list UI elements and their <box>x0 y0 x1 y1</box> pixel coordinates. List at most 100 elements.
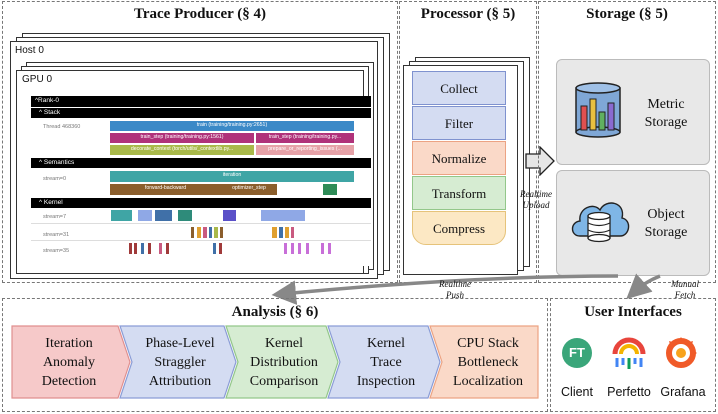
kernel-block[interactable] <box>159 243 162 254</box>
host-label: Host 0 <box>15 45 44 56</box>
stack-row: ^ Stack <box>31 108 371 118</box>
processor-title: Processor (§ 5) <box>420 6 516 22</box>
analysis-line: Localization <box>453 373 523 389</box>
bar-iteration[interactable]: iteration <box>110 171 354 182</box>
kernel-row: ^ Kernel <box>31 198 371 208</box>
perfetto-logo-icon[interactable] <box>612 334 646 370</box>
stream0-label: stream=0 <box>43 176 67 182</box>
bar-train[interactable]: train (training/training.py:2651) <box>110 121 354 131</box>
analysis-line: Bottleneck <box>457 354 519 370</box>
stream7-label: stream=7 <box>43 214 67 220</box>
client-label: Client <box>561 385 593 399</box>
manual-fetch-label: Manual Fetch <box>660 279 710 301</box>
object-storage-line1: Object <box>647 207 685 222</box>
client-logo-icon[interactable]: FT <box>562 338 592 368</box>
row-divider <box>31 240 371 241</box>
kernel-block[interactable] <box>191 227 194 238</box>
gpu-label: GPU 0 <box>22 74 53 85</box>
database-chart-icon <box>575 82 621 138</box>
kernel-block[interactable] <box>203 227 207 238</box>
realtime-upload-label: Realtime Upload <box>516 189 556 211</box>
manual-fetch-line1: Manual <box>671 279 699 289</box>
stream31-label: stream=31 <box>43 232 70 238</box>
kernel-block[interactable] <box>166 243 169 254</box>
kernel-block[interactable] <box>141 243 144 254</box>
realtime-upload-line1: Realtime <box>520 189 552 199</box>
object-storage-line2: Storage <box>644 225 688 240</box>
kernel-block[interactable] <box>272 227 277 238</box>
user-interfaces-title: User Interfaces <box>584 304 682 320</box>
storage-title: Storage (§ 5) <box>586 6 668 22</box>
kernel-block[interactable] <box>321 243 324 254</box>
analysis-line: Anomaly <box>42 354 96 370</box>
realtime-push-line1: Realtime <box>439 279 471 289</box>
kernel-block[interactable] <box>328 243 331 254</box>
kernel-block[interactable] <box>197 227 201 238</box>
bar-semantic-small[interactable] <box>323 184 337 195</box>
analysis-line: Detection <box>41 373 97 389</box>
kernel-block[interactable] <box>298 243 301 254</box>
kernel-block[interactable] <box>220 227 223 238</box>
upload-arrow-icon <box>525 146 555 176</box>
analysis-line: Kernel <box>366 335 406 351</box>
kernel-block[interactable] <box>111 210 132 221</box>
kernel-block[interactable] <box>214 227 218 238</box>
trace-producer-panel <box>2 1 398 283</box>
kernel-block[interactable] <box>291 243 294 254</box>
kernel-block[interactable] <box>284 243 287 254</box>
thread-label: Thread 468360 <box>43 124 81 130</box>
object-storage-label: Object Storage <box>628 206 704 242</box>
analysis-line: CPU Stack <box>457 335 519 351</box>
kernel-block[interactable] <box>155 210 172 221</box>
analysis-line: Iteration <box>45 335 93 351</box>
kernel-block[interactable] <box>306 243 309 254</box>
trace-producer-title: Trace Producer (§ 4) <box>133 6 267 22</box>
kernel-block[interactable] <box>279 227 283 238</box>
semantics-row: ^ Semantics <box>31 158 371 168</box>
analysis-line: Attribution <box>148 373 212 389</box>
kernel-block[interactable] <box>148 243 151 254</box>
user-interfaces-panel <box>550 298 716 412</box>
step-transform: Transform <box>412 176 506 210</box>
processor-funnel: Collect Filter Normalize Transform Compr… <box>412 71 506 248</box>
kernel-block[interactable] <box>213 243 216 254</box>
trace-view: ^Rank-0 ^ Stack Thread 468360 train (tra… <box>31 96 371 266</box>
bar-decorate-context[interactable]: decorate_context (torch/utils/_contextli… <box>110 145 254 155</box>
kernel-block[interactable] <box>209 227 212 238</box>
perfetto-label: Perfetto <box>607 385 651 399</box>
analysis-line: Distribution <box>250 354 318 370</box>
kernel-block[interactable] <box>129 243 132 254</box>
metric-storage-label: Metric Storage <box>628 96 704 132</box>
kernel-block[interactable] <box>178 210 192 221</box>
analysis-line: Kernel <box>264 335 304 351</box>
kernel-block[interactable] <box>261 210 305 221</box>
analysis-line: Inspection <box>356 373 416 389</box>
kernel-block[interactable] <box>285 227 289 238</box>
kernel-block[interactable] <box>223 210 236 221</box>
realtime-push-label: Realtime Push <box>430 279 480 301</box>
bar-prepare[interactable]: prepare_or_reporting_issues (... <box>256 145 354 155</box>
metric-storage-line1: Metric <box>647 97 685 112</box>
kernel-block[interactable] <box>134 243 137 254</box>
realtime-upload-line2: Upload <box>522 200 550 210</box>
kernel-block[interactable] <box>219 243 222 254</box>
grafana-label: Grafana <box>660 385 706 399</box>
analysis-title: Analysis (§ 6) <box>231 304 319 320</box>
bar-forward-backward[interactable]: forward-backward <box>110 184 221 195</box>
analysis-line: Comparison <box>249 373 319 389</box>
realtime-push-line2: Push <box>446 290 464 300</box>
analysis-panel <box>2 298 548 412</box>
kernel-block[interactable] <box>138 210 152 221</box>
bar-optimizer-step[interactable]: optimizer_step <box>221 184 277 195</box>
kernel-block[interactable] <box>291 227 294 238</box>
bar-train-step-2[interactable]: train_step (training/training.py... <box>256 133 354 143</box>
cloud-database-icon <box>571 202 630 243</box>
rank-row: ^Rank-0 <box>31 96 371 107</box>
bar-train-step-1[interactable]: train_step (training/training.py:1561) <box>110 133 254 143</box>
grafana-logo-icon[interactable] <box>664 336 698 370</box>
